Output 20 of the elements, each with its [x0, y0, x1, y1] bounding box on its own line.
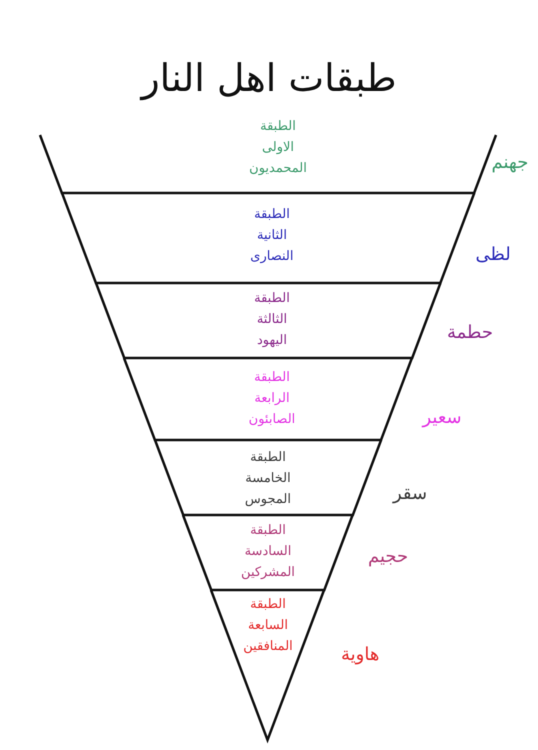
level-name: لظى — [476, 243, 511, 267]
level-name: حجيم — [368, 545, 408, 569]
funnel-layer — [62, 193, 474, 283]
layer-label: الطبقة الخامسة المجوس — [244, 449, 291, 509]
level-name: حطمة — [447, 321, 493, 345]
layer-label: الطبقة الثانية النصارى — [250, 206, 294, 266]
funnel-layer — [154, 440, 382, 515]
layer-label: الطبقة السادسة المشركين — [240, 522, 295, 582]
level-name: جهنم — [492, 151, 528, 175]
funnel-layer — [124, 358, 412, 440]
level-name: سعير — [422, 406, 462, 430]
layer-label: الطبقة الرابعة الصابئون — [248, 369, 296, 429]
funnel-layer — [96, 283, 440, 358]
title: طبقات اهل النار — [138, 55, 398, 102]
level-name: سقر — [393, 482, 428, 506]
funnel-layer — [183, 515, 353, 590]
layer-label: الطبقة الثالثة اليهود — [254, 290, 290, 350]
layer-label: الطبقة السابعة المنافقين — [242, 596, 293, 656]
level-name: هاوية — [341, 643, 380, 667]
layer-label: الطبقة الاولى المحمديون — [249, 118, 307, 178]
